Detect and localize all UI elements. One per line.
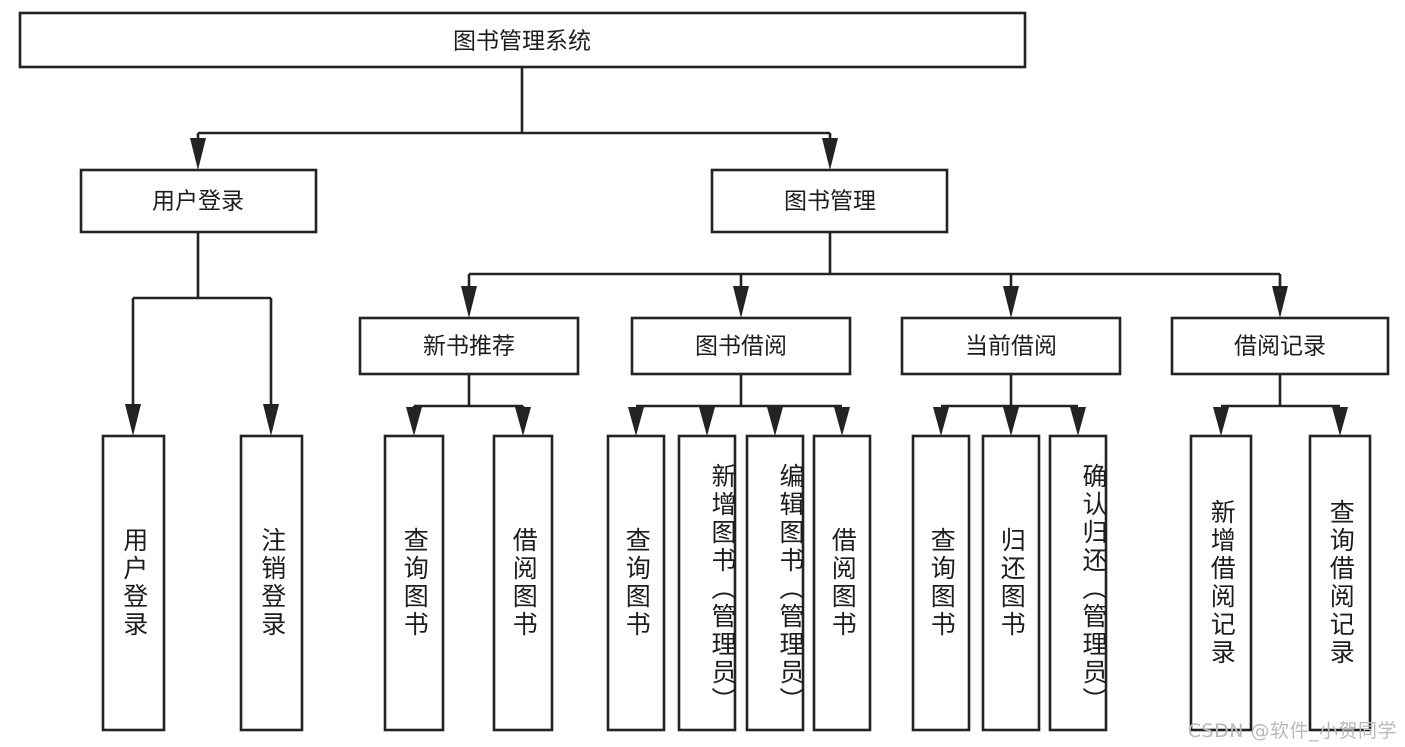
connector-group-borrow-record bbox=[1213, 374, 1348, 436]
arrow-to-leaf-add-record bbox=[1213, 407, 1229, 436]
arrow-to-leaf-query-book-a bbox=[406, 407, 422, 436]
arrow-to-book-borrow bbox=[733, 286, 749, 318]
arrow-to-new-book-recommend bbox=[461, 286, 477, 318]
leaf-box-borrow-book-a[interactable] bbox=[492, 434, 554, 732]
arrow-to-leaf-borrow-book-b bbox=[834, 407, 850, 436]
node-book-borrow[interactable]: 图书借阅 bbox=[630, 316, 852, 376]
leaf-box-add-book[interactable] bbox=[677, 434, 737, 732]
leaf-box-user-login[interactable] bbox=[101, 434, 166, 732]
arrow-to-leaf-query-book-b bbox=[628, 407, 644, 436]
leaf-box-borrow-book-b[interactable] bbox=[812, 434, 872, 732]
node-book-borrow-box[interactable] bbox=[630, 316, 852, 376]
connector-group-root bbox=[190, 67, 838, 170]
leaf-box-return-book[interactable] bbox=[981, 434, 1041, 732]
connector-group-book-management bbox=[461, 232, 1288, 318]
connector-group-user-login bbox=[125, 232, 279, 436]
arrow-to-current-borrow bbox=[1003, 286, 1019, 318]
node-new-book-recommend[interactable]: 新书推荐 bbox=[358, 316, 580, 376]
arrow-to-leaf-query-book-c bbox=[933, 407, 949, 436]
arrow-to-user-login bbox=[190, 138, 206, 170]
node-borrow-record-box[interactable] bbox=[1170, 316, 1390, 376]
node-book-management-label: 图书管理 bbox=[784, 189, 876, 215]
arrow-to-leaf-user-login bbox=[125, 404, 141, 436]
node-borrow-record-label: 借阅记录 bbox=[1234, 334, 1326, 360]
node-user-login-label: 用户登录 bbox=[152, 189, 244, 215]
arrow-to-book-management bbox=[822, 138, 838, 170]
csdn-watermark: CSDN @软件_小贺同学 bbox=[1187, 720, 1397, 742]
arrow-to-borrow-record bbox=[1272, 286, 1288, 318]
arrow-to-leaf-edit-book bbox=[767, 407, 783, 436]
arrow-to-leaf-confirm-return bbox=[1070, 407, 1086, 436]
node-current-borrow[interactable]: 当前借阅 bbox=[900, 316, 1122, 376]
node-new-book-recommend-box[interactable] bbox=[358, 316, 580, 376]
leaf-box-query-book-c[interactable] bbox=[911, 434, 971, 732]
node-current-borrow-label: 当前借阅 bbox=[965, 334, 1057, 360]
leaf-box-edit-book[interactable] bbox=[745, 434, 805, 732]
leaf-box-query-book-b[interactable] bbox=[606, 434, 666, 732]
leaf-box-add-record[interactable] bbox=[1189, 434, 1253, 732]
node-new-book-recommend-label: 新书推荐 bbox=[423, 334, 515, 360]
arrow-to-leaf-logout bbox=[263, 404, 279, 436]
arrow-to-leaf-return-book bbox=[1003, 407, 1019, 436]
node-root[interactable]: 图书管理系统 bbox=[18, 11, 1027, 69]
node-borrow-record[interactable]: 借阅记录 bbox=[1170, 316, 1390, 376]
connector-group-current-borrow bbox=[933, 374, 1086, 436]
node-user-login[interactable]: 用户登录 bbox=[79, 168, 318, 234]
leaf-box-query-book-a[interactable] bbox=[383, 434, 445, 732]
connector-group-book-borrow bbox=[628, 374, 850, 436]
node-book-management-box[interactable] bbox=[710, 168, 949, 234]
connector-group-new-book-recommend bbox=[406, 374, 531, 436]
arrow-to-leaf-borrow-book-a bbox=[515, 407, 531, 436]
node-book-management[interactable]: 图书管理 bbox=[710, 168, 949, 234]
node-current-borrow-box[interactable] bbox=[900, 316, 1122, 376]
leaf-box-confirm-return[interactable] bbox=[1048, 434, 1108, 732]
node-user-login-box[interactable] bbox=[79, 168, 318, 234]
leaf-box-query-record[interactable] bbox=[1308, 434, 1372, 732]
node-root-box[interactable] bbox=[18, 11, 1027, 69]
node-root-label: 图书管理系统 bbox=[453, 29, 591, 55]
arrow-to-leaf-query-record bbox=[1332, 407, 1348, 436]
node-book-borrow-label: 图书借阅 bbox=[695, 334, 787, 360]
arrow-to-leaf-add-book bbox=[699, 407, 715, 436]
leaf-box-logout[interactable] bbox=[239, 434, 304, 732]
